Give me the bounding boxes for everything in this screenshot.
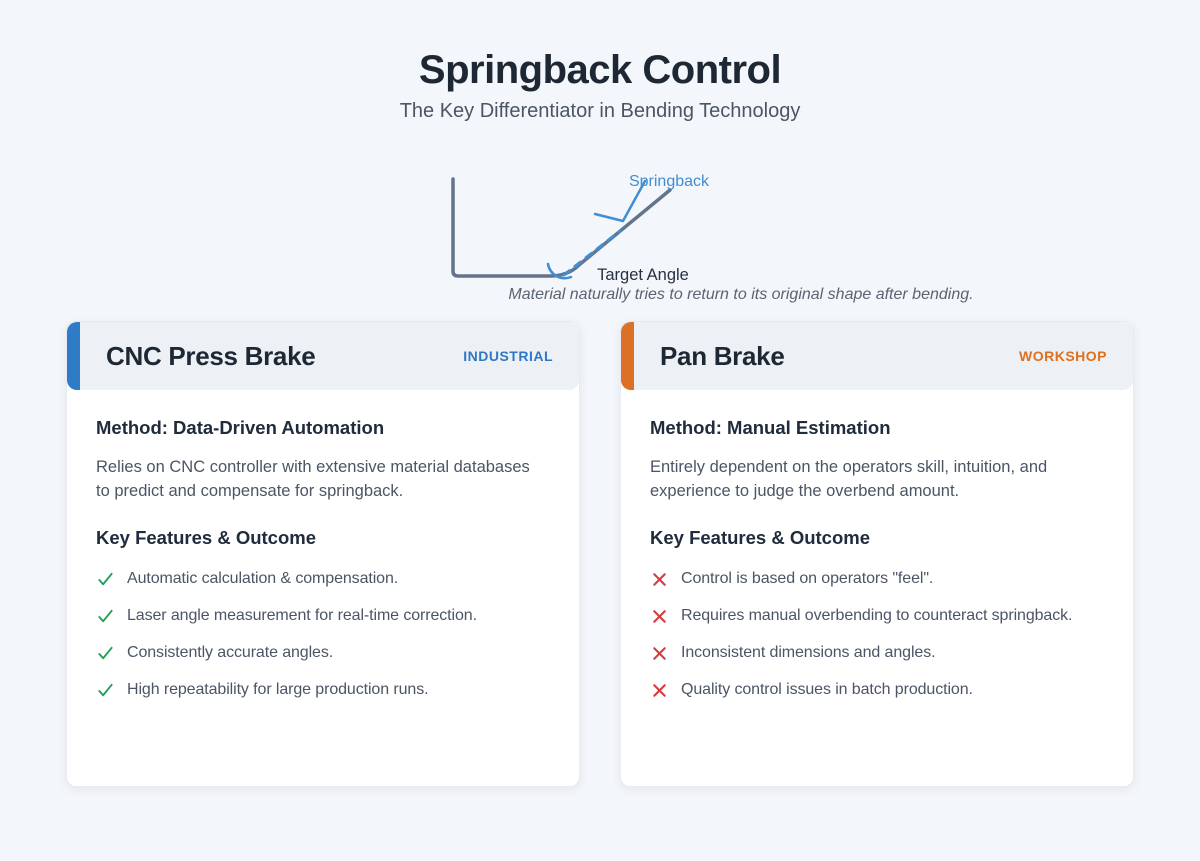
feature-text: Laser angle measurement for real-time co… <box>127 607 477 625</box>
list-item: High repeatability for large production … <box>96 681 551 700</box>
pan-card-header: Pan Brake WORKSHOP <box>621 322 1133 390</box>
feature-text: Control is based on operators "feel". <box>681 570 934 588</box>
target-angle-label: Target Angle <box>597 266 689 284</box>
card-title: CNC Press Brake <box>106 340 316 371</box>
pan-card-body: Method: Manual Estimation Entirely depen… <box>621 390 1133 748</box>
feature-text: Consistently accurate angles. <box>127 644 334 662</box>
workshop-badge: WORKSHOP <box>1019 348 1107 364</box>
springback-diagram-canvas: Springback Target Angle Material natural… <box>451 173 974 303</box>
list-item: Inconsistent dimensions and angles. <box>650 644 1105 663</box>
features-heading: Key Features & Outcome <box>96 526 317 548</box>
springback-label: Springback <box>629 173 710 190</box>
feature-list: Control is based on operators "feel". Re… <box>650 570 1105 700</box>
list-item: Laser angle measurement for real-time co… <box>96 607 551 626</box>
check-icon <box>98 609 113 623</box>
feature-text: High repeatability for large production … <box>127 681 429 699</box>
check-icon <box>98 646 113 660</box>
page-title: Springback Control <box>418 48 782 92</box>
target-angle-arc <box>546 262 573 280</box>
bend-profile-line <box>451 177 672 278</box>
method-text: Entirely dependent on the operators skil… <box>650 458 1048 500</box>
method-heading: Method: Data-Driven Automation <box>96 417 385 438</box>
page-subtitle: The Key Differentiator in Bending Techno… <box>399 100 801 122</box>
cross-icon <box>653 684 666 697</box>
card-title: Pan Brake <box>660 340 785 371</box>
cnc-card-body: Method: Data-Driven Automation Relies on… <box>67 390 579 748</box>
list-item: Quality control issues in batch producti… <box>650 681 1105 700</box>
industrial-badge: INDUSTRIAL <box>463 348 553 364</box>
feature-text: Automatic calculation & compensation. <box>127 570 399 588</box>
cross-icon <box>653 647 666 660</box>
cross-icon <box>653 573 666 586</box>
features-heading: Key Features & Outcome <box>650 526 871 548</box>
check-icon <box>98 572 113 586</box>
cross-icon <box>653 610 666 623</box>
list-item: Requires manual overbending to counterac… <box>650 607 1105 626</box>
comparison-cards: CNC Press Brake INDUSTRIAL Method: Data-… <box>66 321 1134 787</box>
cnc-card-header: CNC Press Brake INDUSTRIAL <box>67 322 579 390</box>
list-item: Control is based on operators "feel". <box>650 570 1105 589</box>
springback-diagram: Springback Target Angle Material natural… <box>440 168 1020 306</box>
method-heading: Method: Manual Estimation <box>650 417 891 438</box>
pan-brake-card: Pan Brake WORKSHOP Method: Manual Estima… <box>620 321 1134 787</box>
page-header: Springback Control The Key Differentiato… <box>0 0 1200 123</box>
springback-marker <box>593 179 647 223</box>
check-icon <box>98 683 113 697</box>
feature-text: Quality control issues in batch producti… <box>681 681 973 699</box>
method-text: Relies on CNC controller with extensive … <box>96 458 530 500</box>
feature-text: Requires manual overbending to counterac… <box>681 607 1073 625</box>
target-angle-dashed-line <box>562 229 622 277</box>
list-item: Automatic calculation & compensation. <box>96 570 551 589</box>
cnc-press-brake-card: CNC Press Brake INDUSTRIAL Method: Data-… <box>66 321 580 787</box>
diagram-caption: Material naturally tries to return to it… <box>508 286 973 303</box>
feature-list: Automatic calculation & compensation. La… <box>96 570 551 700</box>
list-item: Consistently accurate angles. <box>96 644 551 663</box>
feature-text: Inconsistent dimensions and angles. <box>681 644 936 662</box>
